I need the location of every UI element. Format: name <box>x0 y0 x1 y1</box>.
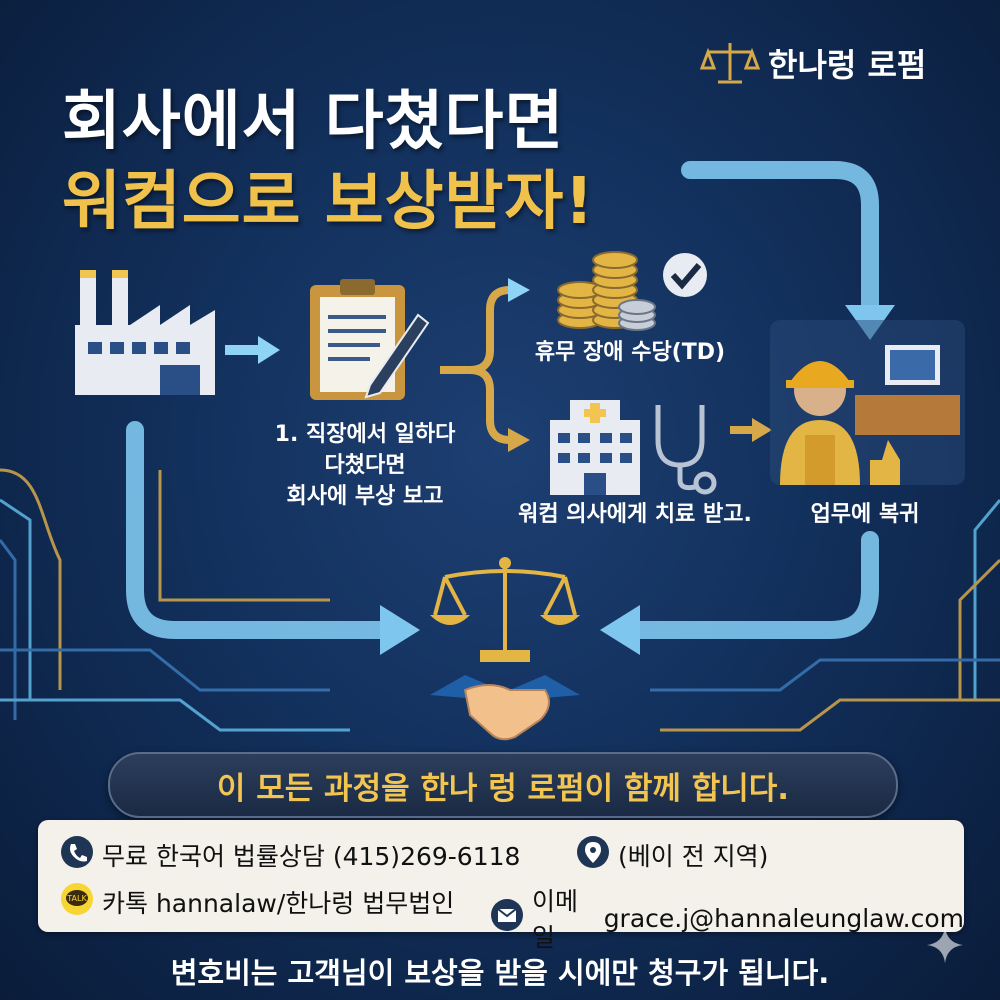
td-label: 휴무 장애 수당(TD) <box>534 340 726 365</box>
handshake-icon <box>430 675 580 741</box>
headline-line2: 워컴으로 보상받자! <box>62 165 595 239</box>
justice-scales-icon <box>430 557 580 662</box>
contact-card: 무료 한국어 법률상담 (415)269-6118 (베이 전 지역) TALK… <box>38 820 964 952</box>
headline-line1: 회사에서 다쳤다면 <box>62 85 565 159</box>
scales-icon <box>700 43 760 84</box>
email-label: 이메일 <box>532 887 579 952</box>
treatment-label: 워컴 의사에게 치료 받고. <box>518 502 752 527</box>
kakao-text[interactable]: 카톡 hannalaw/한나렁 법무법인 <box>102 889 455 918</box>
email-icon <box>490 898 524 938</box>
location-pin-icon <box>576 835 610 875</box>
sparkle-icon <box>927 927 963 963</box>
brand: 한나렁 로펌 <box>700 38 926 88</box>
factory-icon <box>75 270 215 395</box>
footer-note: 변호비는 고객님이 보상을 받을 시에만 청구가 됩니다. <box>170 956 830 990</box>
step1-label: 1. 직장에서 일하다 다쳤다면 회사에 부상 보고 <box>274 422 456 509</box>
coins-icon <box>557 251 707 331</box>
return-to-work-label: 업무에 복귀 <box>810 502 920 527</box>
kakao-row: TALK 카톡 hannalaw/한나렁 법무법인 <box>60 882 454 922</box>
svg-text:TALK: TALK <box>66 894 87 903</box>
phone-icon <box>60 835 94 875</box>
brand-name: 한나렁 로펌 <box>768 46 927 84</box>
banner: 이 모든 과정을 한나 렁 로펌이 함께 합니다. <box>108 752 898 818</box>
email-address[interactable]: grace.j@hannaleunglaw.com <box>603 903 964 933</box>
location-text: (베이 전 지역) <box>618 842 769 871</box>
clipboard-icon <box>310 279 430 400</box>
kakaotalk-icon: TALK <box>60 882 94 922</box>
phone-row: 무료 한국어 법률상담 (415)269-6118 <box>60 835 520 875</box>
email-row: 이메일 grace.j@hannaleunglaw.com <box>490 882 964 954</box>
worker-icon <box>770 320 965 485</box>
hospital-icon <box>550 400 717 495</box>
location-row: (베이 전 지역) <box>576 835 768 875</box>
phone-text[interactable]: 무료 한국어 법률상담 (415)269-6118 <box>102 842 521 871</box>
stethoscope-icon <box>655 405 717 495</box>
